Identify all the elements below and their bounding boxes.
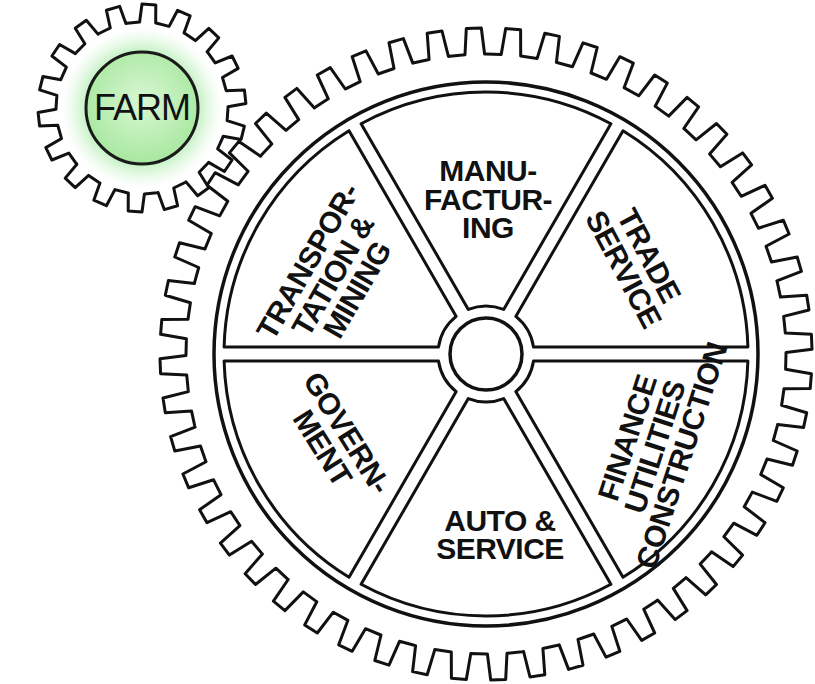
sector-name: MANU- FACTUR- ING bbox=[422, 157, 554, 243]
gear-teeth bbox=[160, 28, 812, 680]
gear-rim bbox=[214, 82, 758, 626]
sector-name: FARM bbox=[94, 87, 190, 129]
gear-teeth bbox=[38, 4, 246, 212]
small-gear bbox=[38, 4, 246, 212]
gear-hub bbox=[450, 318, 522, 390]
gear-segments bbox=[224, 92, 748, 616]
sector-name: AUTO & SERVICE bbox=[434, 507, 566, 564]
farm-circle bbox=[86, 52, 198, 164]
sector-box: MANU- FACTUR- ING bbox=[422, 157, 554, 243]
gear-segment bbox=[224, 361, 456, 577]
farm-circle-label: FARM bbox=[94, 87, 190, 129]
gear-segment bbox=[516, 131, 748, 347]
large-gear bbox=[160, 28, 812, 680]
green-glow bbox=[62, 28, 222, 188]
sector-box: AUTO & SERVICE bbox=[434, 507, 566, 564]
